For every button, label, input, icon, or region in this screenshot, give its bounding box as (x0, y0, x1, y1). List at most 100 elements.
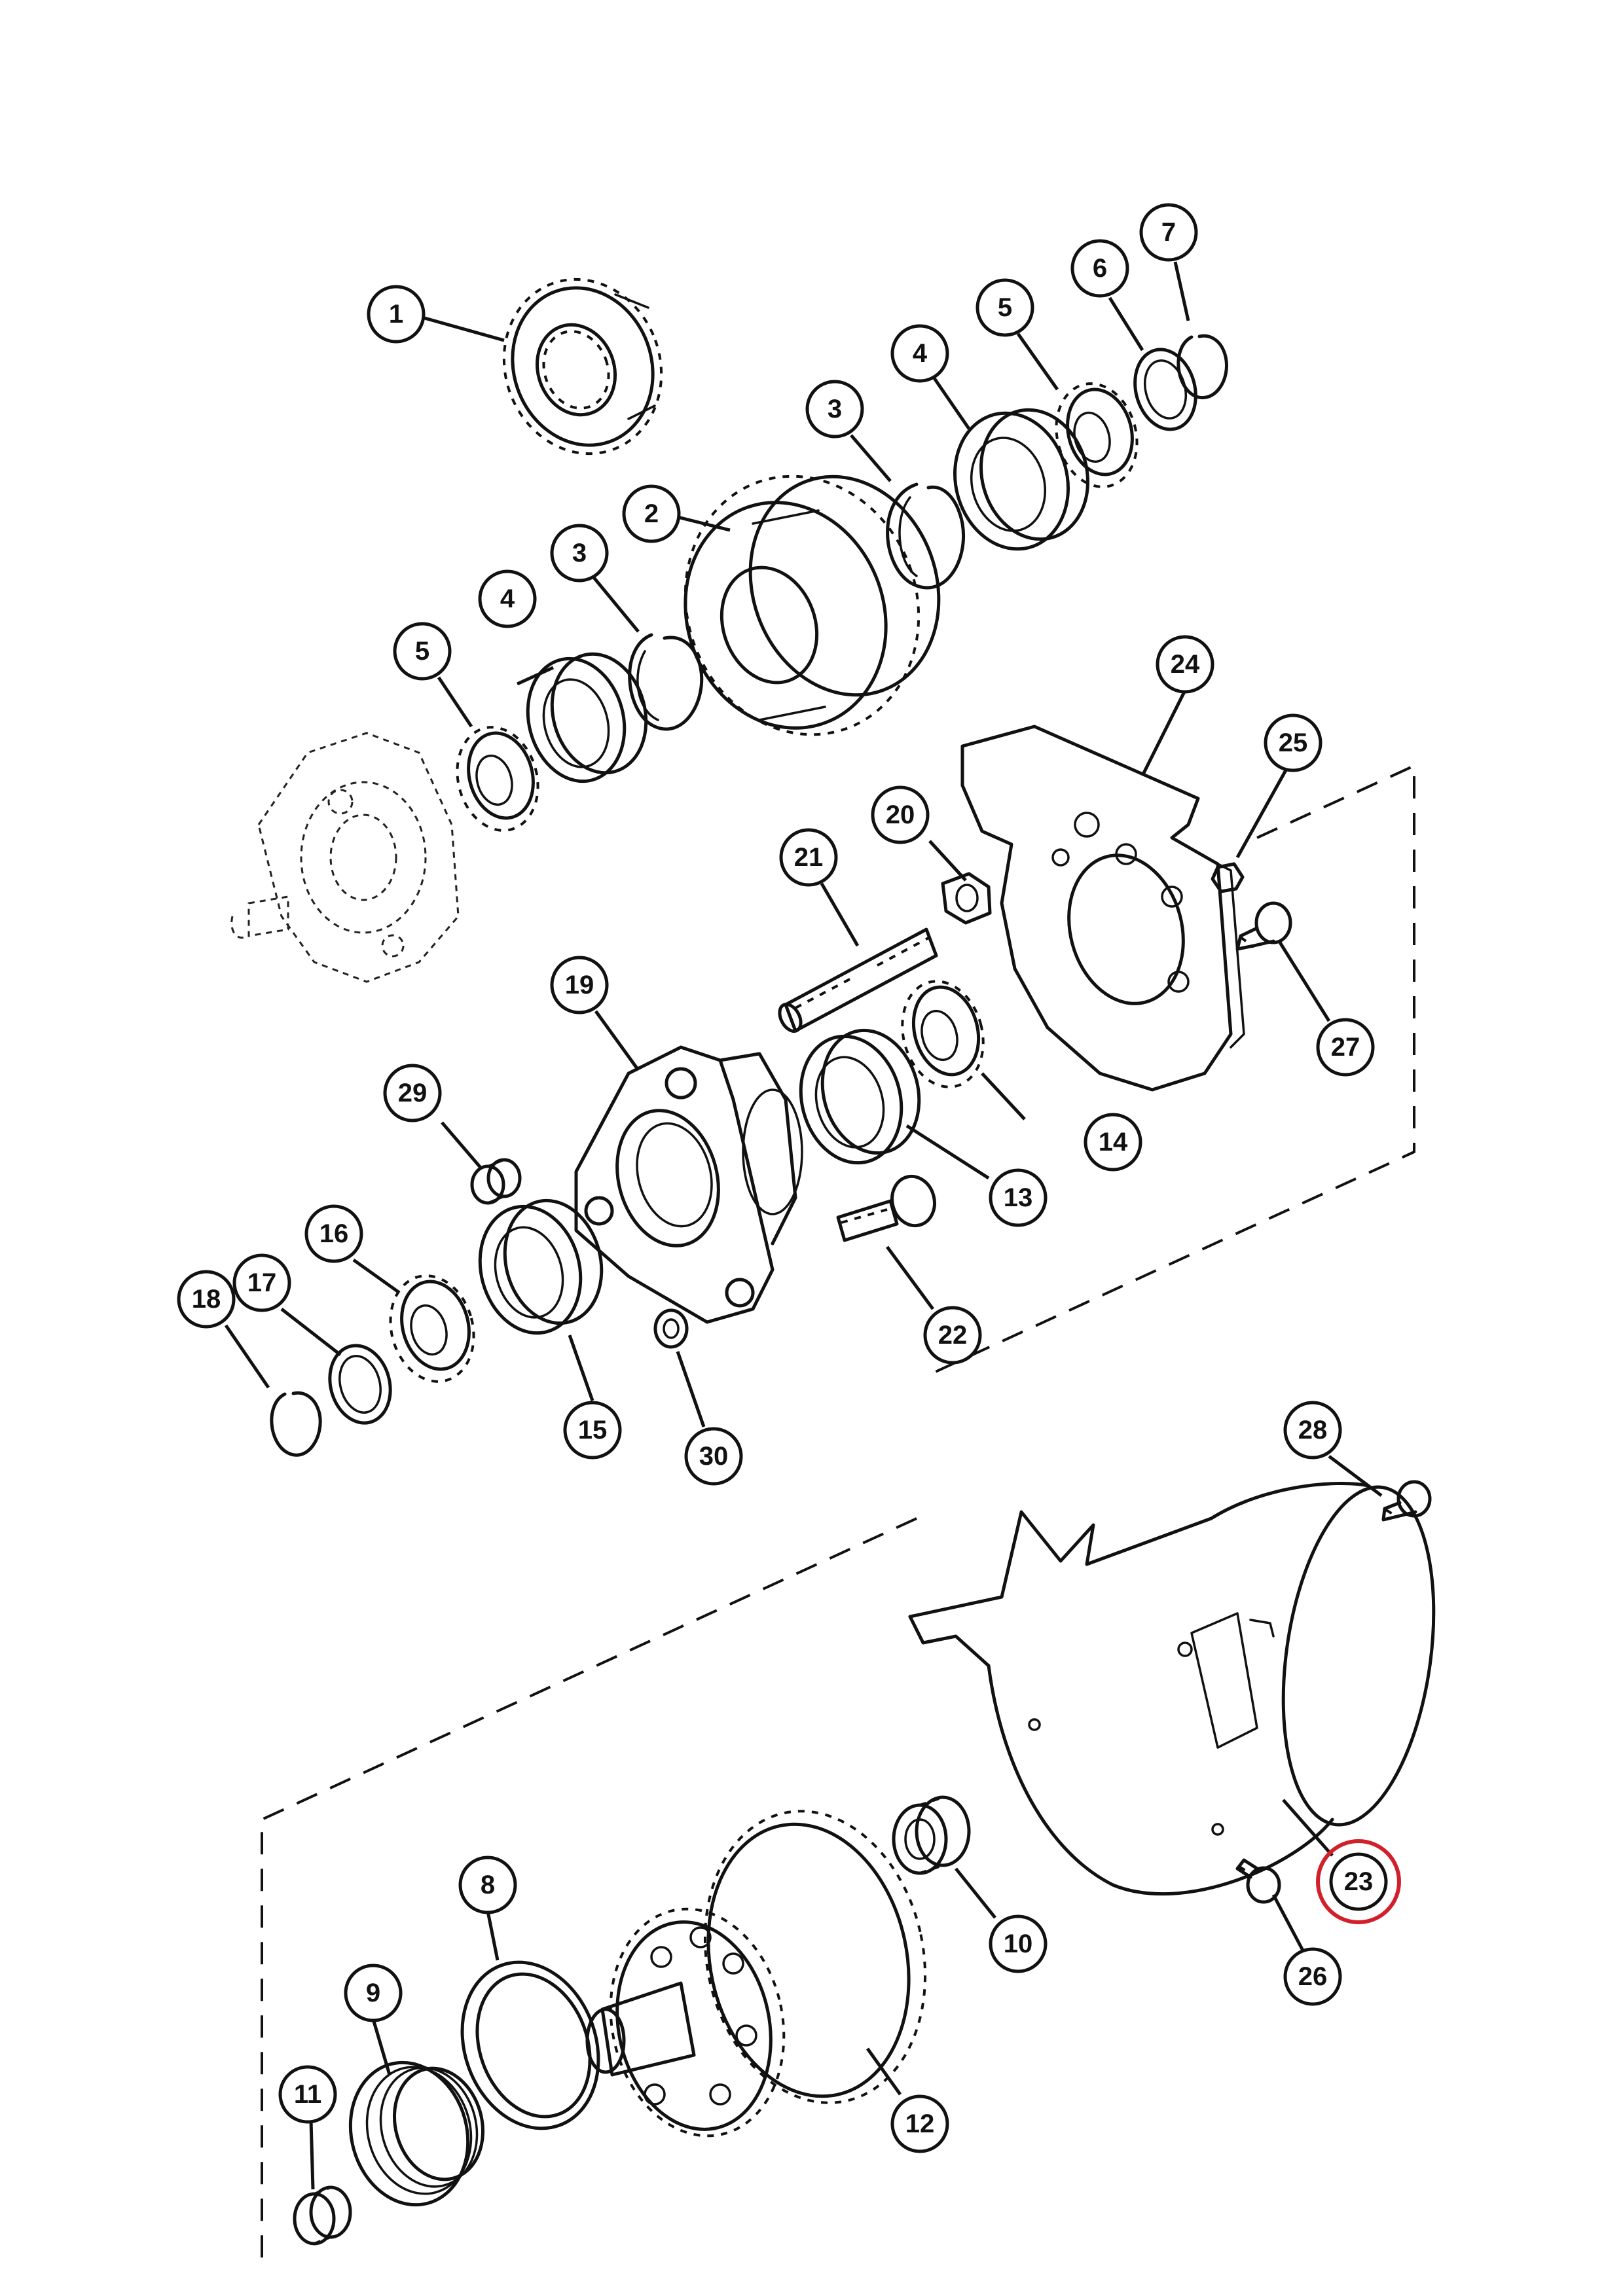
callout-15[interactable]: 15 (563, 1401, 622, 1460)
callout-2[interactable]: 2 (622, 484, 681, 543)
part-21-stud (778, 927, 938, 1033)
part-27-cap-screw (1235, 901, 1292, 951)
callout-5-upper[interactable]: 5 (976, 278, 1034, 337)
callout-9[interactable]: 9 (344, 1964, 403, 2022)
part-17-washer (328, 1344, 392, 1425)
callout-10[interactable]: 10 (989, 1914, 1048, 1973)
svg-text:13: 13 (1004, 1183, 1033, 1212)
callout-4-upper[interactable]: 4 (890, 324, 949, 383)
callout-16[interactable]: 16 (304, 1204, 363, 1263)
part-1-gear (502, 278, 663, 456)
part-3-snap-ring-lower (628, 633, 704, 731)
reference-housing (230, 732, 460, 983)
svg-text:16: 16 (319, 1219, 349, 1248)
svg-text:18: 18 (192, 1285, 221, 1314)
svg-text:10: 10 (1004, 1929, 1033, 1958)
svg-text:24: 24 (1171, 650, 1200, 679)
svg-text:4: 4 (913, 339, 928, 368)
svg-text:12: 12 (905, 2109, 935, 2138)
callout-25[interactable]: 25 (1264, 713, 1322, 772)
svg-text:5: 5 (415, 637, 429, 666)
callout-17[interactable]: 17 (232, 1253, 291, 1312)
callout-11[interactable]: 11 (278, 2065, 337, 2124)
callout-5-lower[interactable]: 5 (393, 622, 452, 681)
part-13-bearing-cup (799, 1028, 921, 1165)
callout-1[interactable]: 1 (367, 285, 426, 344)
part-9-coil (348, 2060, 485, 2207)
dashed-group-upper (929, 763, 1415, 1376)
callout-13[interactable]: 13 (989, 1168, 1048, 1227)
svg-text:21: 21 (794, 843, 824, 872)
part-4-bearing-cup-lower (526, 652, 648, 783)
svg-text:1: 1 (389, 300, 403, 329)
callout-8[interactable]: 8 (458, 1856, 517, 1914)
callout-20[interactable]: 20 (871, 785, 930, 844)
svg-text:3: 3 (828, 395, 842, 423)
callout-3-lower[interactable]: 3 (550, 524, 609, 583)
callout-29[interactable]: 29 (383, 1064, 442, 1122)
callout-12[interactable]: 12 (890, 2094, 949, 2153)
callout-21[interactable]: 21 (779, 828, 838, 887)
part-2-gear (684, 475, 941, 736)
svg-text:14: 14 (1099, 1128, 1128, 1157)
callout-26[interactable]: 26 (1283, 1947, 1342, 2006)
part-16-bearing-cone (389, 1274, 475, 1383)
part-30-washer (653, 1308, 689, 1349)
svg-text:28: 28 (1298, 1416, 1328, 1444)
callout-28[interactable]: 28 (1283, 1401, 1342, 1460)
svg-text:2: 2 (644, 499, 659, 528)
svg-text:19: 19 (565, 971, 594, 999)
dashed-group-lower (261, 1517, 917, 2258)
svg-text:27: 27 (1331, 1033, 1360, 1062)
part-7-snap-ring (1176, 334, 1228, 399)
svg-text:8: 8 (481, 1871, 495, 1899)
svg-text:20: 20 (886, 800, 915, 829)
svg-text:30: 30 (699, 1442, 729, 1471)
svg-text:17: 17 (247, 1268, 277, 1297)
part-11-needle-bearing (293, 2185, 352, 2246)
part-5-bearing-cone-upper (1055, 382, 1139, 488)
part-26-cap-screw (1235, 1858, 1281, 1904)
leader-lines (224, 261, 1383, 2190)
callout-19[interactable]: 19 (550, 956, 609, 1014)
part-23-shield (908, 1482, 1436, 1896)
part-5-bearing-cone-lower (456, 726, 539, 832)
part-28-cap-screw (1381, 1480, 1432, 1522)
part-12-cluster-gear (585, 1810, 927, 2138)
part-19-carrier (574, 1045, 803, 1324)
part-24-mounting-plate (960, 725, 1245, 1092)
part-3-snap-ring-upper (886, 482, 965, 590)
callout-18[interactable]: 18 (177, 1270, 236, 1329)
part-25-nut (1211, 862, 1245, 893)
callout-22[interactable]: 22 (923, 1306, 982, 1365)
svg-text:11: 11 (294, 2080, 321, 2109)
part-6-washer (1133, 348, 1197, 431)
svg-text:22: 22 (938, 1321, 968, 1350)
part-8-seal (460, 1960, 600, 2130)
part-29-sleeve (470, 1158, 522, 1205)
part-10-needle-bearing (892, 1795, 971, 1875)
callout-14[interactable]: 14 (1084, 1113, 1142, 1172)
callout-30[interactable]: 30 (684, 1427, 743, 1486)
svg-text:4: 4 (500, 584, 515, 613)
callout-23[interactable]: 23 (1329, 1852, 1388, 1911)
part-18-snap-ring (270, 1391, 322, 1457)
callout-27[interactable]: 27 (1316, 1018, 1375, 1077)
svg-text:23: 23 (1344, 1867, 1374, 1896)
svg-text:7: 7 (1161, 218, 1176, 247)
svg-text:9: 9 (366, 1979, 380, 2007)
callout-6[interactable]: 6 (1070, 239, 1129, 298)
part-4-bearing-cup-upper (953, 408, 1089, 551)
callout-24[interactable]: 24 (1156, 635, 1214, 694)
callout-7[interactable]: 7 (1139, 203, 1198, 262)
svg-text:29: 29 (398, 1079, 428, 1107)
callout-3-upper[interactable]: 3 (805, 380, 864, 439)
svg-text:3: 3 (572, 539, 587, 567)
svg-text:6: 6 (1093, 254, 1107, 283)
part-15-bearing-cup (478, 1198, 604, 1335)
callout-23-highlight-ring (1316, 1839, 1401, 1924)
svg-text:15: 15 (578, 1416, 608, 1444)
svg-text:25: 25 (1279, 728, 1308, 757)
callout-4-lower[interactable]: 4 (478, 569, 537, 628)
